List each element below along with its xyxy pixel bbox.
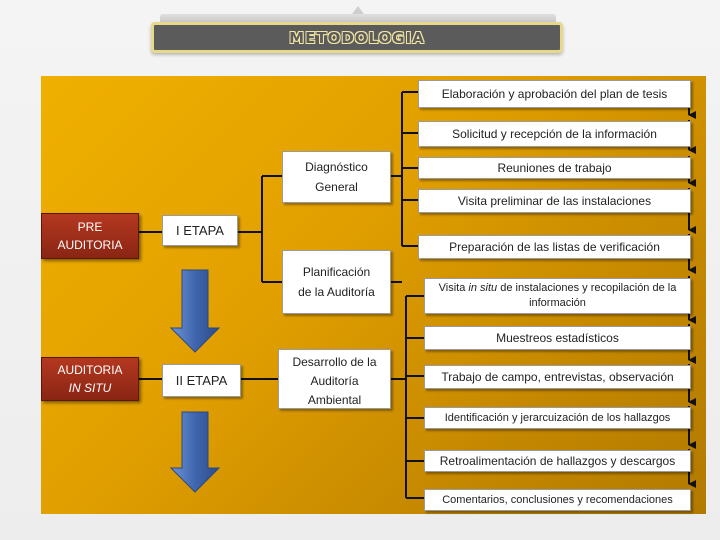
planificacion-line2: de la Auditoría (298, 285, 375, 299)
diagnostico-line1: Diagnóstico (305, 160, 368, 174)
stage-pre-line1: PRE (77, 220, 103, 234)
desarrollo-line2: Auditoría (310, 374, 359, 388)
etapa-one-label: I ETAPA (176, 223, 224, 238)
step-label-10: Comentarios, conclusiones y recomendacio… (442, 494, 673, 506)
down-arrow-2 (169, 411, 221, 493)
banner-rail (160, 14, 556, 22)
step-box-7: Trabajo de campo, entrevistas, observaci… (424, 365, 691, 389)
etapa-two-label: II ETAPA (175, 373, 228, 388)
step-box-1: Elaboración y aprobación del plan de tes… (418, 80, 691, 108)
step-box-visita-in-situ: Visita in situ de instalaciones y recopi… (424, 278, 691, 314)
visita-prefix: Visita (438, 282, 469, 294)
stage-auditoria-in-situ: AUDITORIA IN SITU (41, 357, 139, 401)
stage-insitu-line1: AUDITORIA (57, 363, 123, 377)
visita-rest: de instalaciones y recopilación de la (497, 282, 677, 294)
step-label-3: Reuniones de trabajo (497, 161, 612, 175)
step-label-6: Muestreos estadísticos (496, 331, 619, 345)
planificacion-box: Planificación de la Auditoría (282, 250, 391, 314)
etapa-two-box: II ETAPA (162, 364, 241, 397)
step-box-4: Visita preliminar de las instalaciones (418, 189, 691, 213)
step-box-3: Reuniones de trabajo (418, 157, 691, 179)
desarrollo-box: Desarrollo de la Auditoría Ambiental (278, 349, 391, 409)
diagnostico-box: Diagnóstico General (282, 151, 391, 203)
step-box-8: Identificación y jerarcuización de los h… (424, 407, 691, 429)
planificacion-line1: Planificación (302, 265, 371, 279)
down-arrow-1 (169, 269, 221, 353)
step-label-7: Trabajo de campo, entrevistas, observaci… (441, 370, 674, 384)
stage-pre-line2: AUDITORIA (57, 238, 123, 252)
step-label-5: Preparación de las listas de verificació… (449, 240, 660, 254)
etapa-one-box: I ETAPA (162, 215, 238, 246)
diagnostico-line2: General (315, 180, 358, 194)
step-label-9: Retroalimentación de hallazgos y descarg… (439, 454, 676, 468)
desarrollo-line1: Desarrollo de la (292, 355, 377, 369)
page-title: METODOLOGIA (289, 28, 425, 47)
step-label-1: Elaboración y aprobación del plan de tes… (441, 87, 668, 101)
step-box-10: Comentarios, conclusiones y recomendacio… (424, 489, 691, 511)
visita-in-situ-line2: información (529, 297, 586, 309)
banner-tip (352, 6, 364, 14)
title-banner: METODOLOGIA (151, 22, 563, 53)
step-label-2: Solicitud y recepción de la información (452, 127, 657, 141)
step-box-9: Retroalimentación de hallazgos y descarg… (424, 450, 691, 472)
stage-insitu-line2: IN SITU (68, 381, 112, 395)
visita-italic: in situ (468, 282, 498, 294)
step-box-5: Preparación de las listas de verificació… (418, 235, 691, 259)
visita-in-situ-line1: Visita in situ de instalaciones y recopi… (439, 281, 677, 296)
stage-pre-auditoria: PRE AUDITORIA (41, 213, 139, 259)
step-box-6: Muestreos estadísticos (424, 326, 691, 350)
desarrollo-line3: Ambiental (307, 393, 362, 407)
step-label-4: Visita preliminar de las instalaciones (457, 194, 652, 208)
step-label-8: Identificación y jerarcuización de los h… (444, 412, 671, 424)
step-box-2: Solicitud y recepción de la información (418, 121, 691, 147)
